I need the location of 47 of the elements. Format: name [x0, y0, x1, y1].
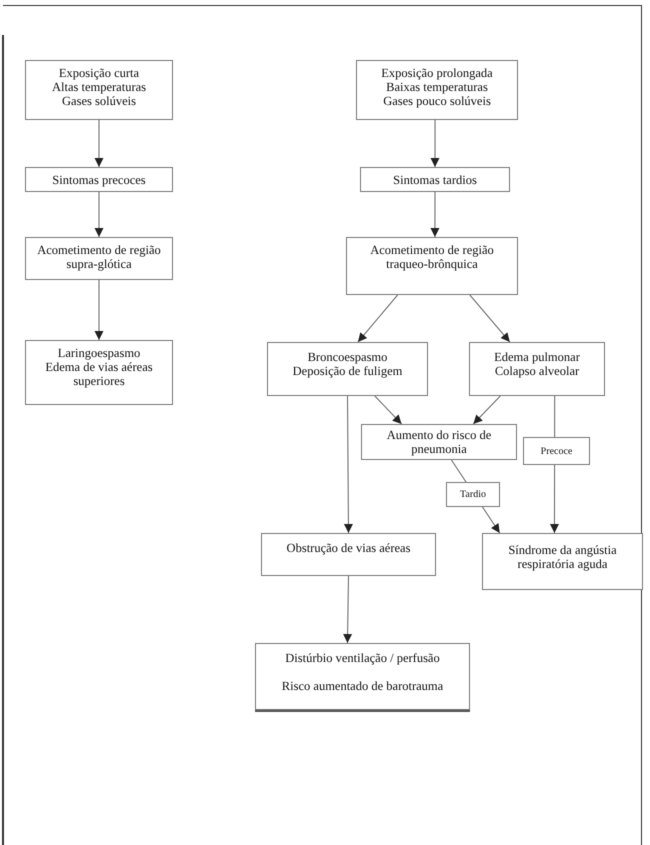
- box-text: Gases solúveis: [61, 94, 137, 108]
- box-text: Broncoespasmo: [306, 350, 388, 364]
- arrow: [430, 192, 440, 238]
- box-text: Acometimento de região traqueo-brônquica: [369, 243, 495, 271]
- process-box: [360, 167, 510, 192]
- process-box: [25, 340, 173, 405]
- process-box: [255, 643, 470, 710]
- process-box: [25, 237, 173, 280]
- box-text: Laringoespasmo: [56, 346, 142, 360]
- box-text: Edema pulmonar: [493, 350, 581, 364]
- box-text: Sintomas tardios: [392, 173, 478, 187]
- process-box: [482, 533, 643, 590]
- arrow: [357, 294, 398, 342]
- box-text: Edema de vias aéreas superiores: [44, 360, 154, 388]
- process-box: [25, 60, 173, 120]
- box-text: Colapso alveolar: [494, 364, 580, 378]
- process-box: [361, 424, 517, 460]
- arrow: [94, 192, 104, 238]
- arrow: [94, 120, 104, 168]
- arrow: [94, 280, 104, 340]
- box-text: Risco aumentado de barotrauma: [280, 679, 444, 693]
- box-text: Distúrbio ventilação / perfusão: [284, 651, 441, 665]
- box-text: Sintomas precoces: [51, 173, 147, 187]
- box-text: Acometimento de região supra-glótica: [36, 243, 162, 271]
- arrow: [344, 396, 353, 534]
- process-box: [261, 533, 436, 576]
- box-text: Altas temperaturas: [50, 80, 148, 94]
- arrow: [472, 396, 501, 424]
- process-box: [356, 60, 518, 120]
- box-text: Exposição curta: [58, 66, 140, 80]
- arrow: [430, 120, 440, 168]
- box-text: Obstrução de vias aéreas: [286, 541, 412, 555]
- edge-label: Precoce: [523, 437, 590, 465]
- box-text: Baixas temperaturas: [385, 80, 489, 94]
- box-text: Deposição de fuligem: [292, 364, 404, 378]
- arrow: [374, 396, 402, 424]
- process-box: [25, 167, 173, 192]
- box-text: Gases pouco solúveis: [382, 94, 492, 108]
- box-text: Aumento do risco de pneumonia: [386, 428, 492, 456]
- box-text: Exposição prolongada: [380, 66, 494, 80]
- arrow: [469, 294, 510, 342]
- process-box: [346, 237, 518, 295]
- arrow: [343, 576, 352, 644]
- edge-label: Tardio: [446, 482, 500, 507]
- process-box: [469, 342, 605, 396]
- process-box: [267, 342, 428, 396]
- box-text: Síndrome da angústia respiratória aguda: [507, 543, 618, 571]
